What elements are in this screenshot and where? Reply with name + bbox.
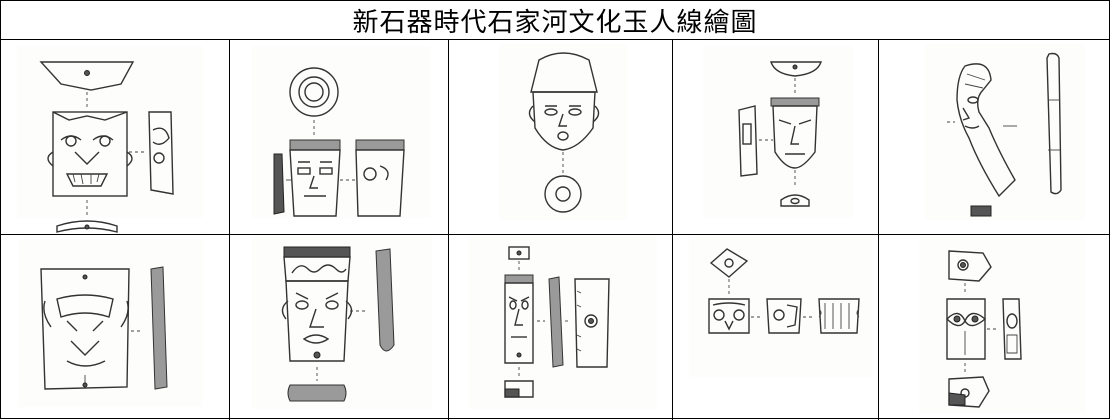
jade-figure-drawing-4: [738, 61, 822, 207]
table-cell-r2-c4: [673, 235, 879, 420]
jade-figure-drawing-7: [281, 246, 395, 402]
table-cell-r1-c5: [879, 40, 1109, 235]
jade-figure-drawing-6: [40, 266, 168, 390]
table-cell-r2-c1: [1, 235, 230, 420]
table-cell-r2-c5: [879, 235, 1109, 420]
jade-figure-drawing-8: [504, 246, 610, 398]
jade-figure-drawing-2: [273, 67, 405, 217]
jade-figure-drawing-9: [708, 248, 860, 334]
jade-figure-drawing-10: [946, 250, 1022, 408]
jade-figure-drawing-1: [39, 61, 174, 233]
jade-figure-drawing-3: [528, 52, 600, 213]
table-title: 新石器時代石家河文化玉人線繪圖: [1, 1, 1109, 40]
table-cell-r1-c2: [230, 40, 449, 235]
table-cell-r2-c3: [449, 235, 673, 420]
table-cell-r1-c3: [449, 40, 673, 235]
table-cell-r2-c2: [230, 235, 449, 420]
table-cell-r1-c4: [673, 40, 879, 235]
table-cell-r1-c1: [1, 40, 230, 235]
jade-figure-drawing-5: [947, 52, 1062, 217]
